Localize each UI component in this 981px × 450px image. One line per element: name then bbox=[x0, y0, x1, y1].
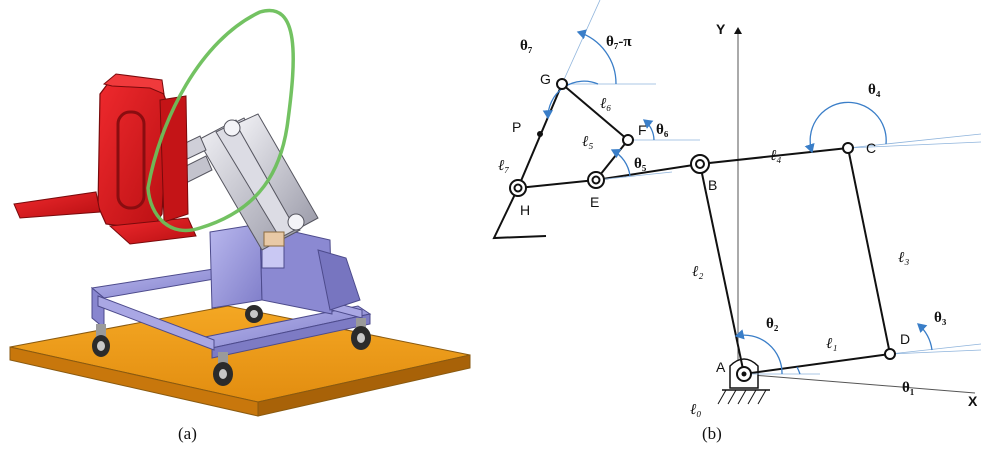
joint-f bbox=[622, 134, 634, 146]
arc-theta1 bbox=[796, 366, 801, 375]
label-theta7-pi: θ₇-π bbox=[606, 34, 632, 50]
link-dc bbox=[847, 147, 891, 355]
arc-theta4 bbox=[804, 101, 887, 154]
joint-a-pin bbox=[741, 371, 747, 377]
label-l0: ℓ₀ bbox=[690, 402, 701, 418]
angle-arcs bbox=[542, 29, 933, 375]
label-l4: ℓ₄ bbox=[770, 148, 781, 164]
joint-c bbox=[842, 142, 854, 154]
caster-front-right bbox=[213, 352, 233, 386]
label-d: D bbox=[900, 331, 910, 347]
label-h: H bbox=[520, 202, 530, 218]
link-be bbox=[595, 163, 701, 181]
point-p-dot bbox=[537, 131, 543, 137]
trajectory-loop bbox=[146, 8, 295, 233]
y-axis-label: Y bbox=[716, 21, 726, 37]
wheel-frame bbox=[90, 223, 372, 359]
base-plate bbox=[9, 305, 471, 417]
link-ad bbox=[743, 353, 891, 375]
joint-g bbox=[556, 78, 568, 90]
label-f: F bbox=[638, 122, 647, 138]
label-l1: ℓ₁ bbox=[826, 336, 837, 352]
label-c: C bbox=[866, 140, 876, 156]
label-l7: ℓ₇ bbox=[498, 158, 509, 174]
link-hand bbox=[492, 187, 547, 240]
caption-a: (a) bbox=[178, 424, 197, 443]
link-eh bbox=[517, 179, 597, 189]
joint-d bbox=[884, 348, 896, 360]
label-g: G bbox=[540, 71, 551, 87]
label-p: P bbox=[512, 119, 521, 135]
panel-a-render bbox=[9, 8, 471, 417]
label-a: A bbox=[716, 359, 726, 375]
linkage-lines bbox=[492, 83, 891, 375]
label-l6: ℓ₆ bbox=[600, 96, 611, 112]
caster-back-left bbox=[245, 305, 263, 323]
x-axis-label: X bbox=[968, 393, 978, 409]
link-ab bbox=[699, 163, 745, 375]
arc-theta3 bbox=[917, 323, 933, 351]
label-e: E bbox=[590, 194, 599, 210]
label-theta1: θ₁ bbox=[902, 380, 914, 396]
label-theta4: θ₄ bbox=[868, 82, 881, 98]
caster-back-right bbox=[351, 318, 371, 350]
panel-b-diagram: Y X bbox=[492, 0, 981, 418]
label-theta6: θ₆ bbox=[656, 122, 669, 138]
joint-e-inner bbox=[591, 175, 601, 185]
arc-theta7-pi bbox=[576, 29, 617, 85]
label-l2: ℓ₂ bbox=[692, 264, 703, 280]
label-theta5: θ₅ bbox=[634, 156, 647, 172]
x-axis bbox=[739, 373, 976, 394]
link-fg bbox=[561, 83, 629, 141]
arc-theta5 bbox=[610, 149, 631, 177]
joints bbox=[509, 78, 896, 382]
label-theta7: θ₇ bbox=[520, 38, 533, 54]
label-theta3: θ₃ bbox=[934, 310, 947, 326]
arc-theta6 bbox=[642, 119, 655, 141]
red-seat bbox=[13, 73, 197, 245]
casters bbox=[92, 305, 371, 386]
label-b: B bbox=[708, 177, 717, 193]
caption-b: (b) bbox=[702, 424, 722, 443]
joint-h-inner bbox=[513, 183, 523, 193]
label-l5: ℓ₅ bbox=[582, 134, 593, 150]
label-theta2: θ₂ bbox=[766, 316, 779, 332]
caster-front-left bbox=[92, 324, 110, 357]
link-bc bbox=[699, 147, 849, 165]
reference-lines bbox=[561, 0, 981, 375]
joint-b-inner bbox=[695, 159, 705, 169]
label-l3: ℓ₃ bbox=[898, 250, 909, 266]
arc-theta2 bbox=[734, 329, 783, 375]
